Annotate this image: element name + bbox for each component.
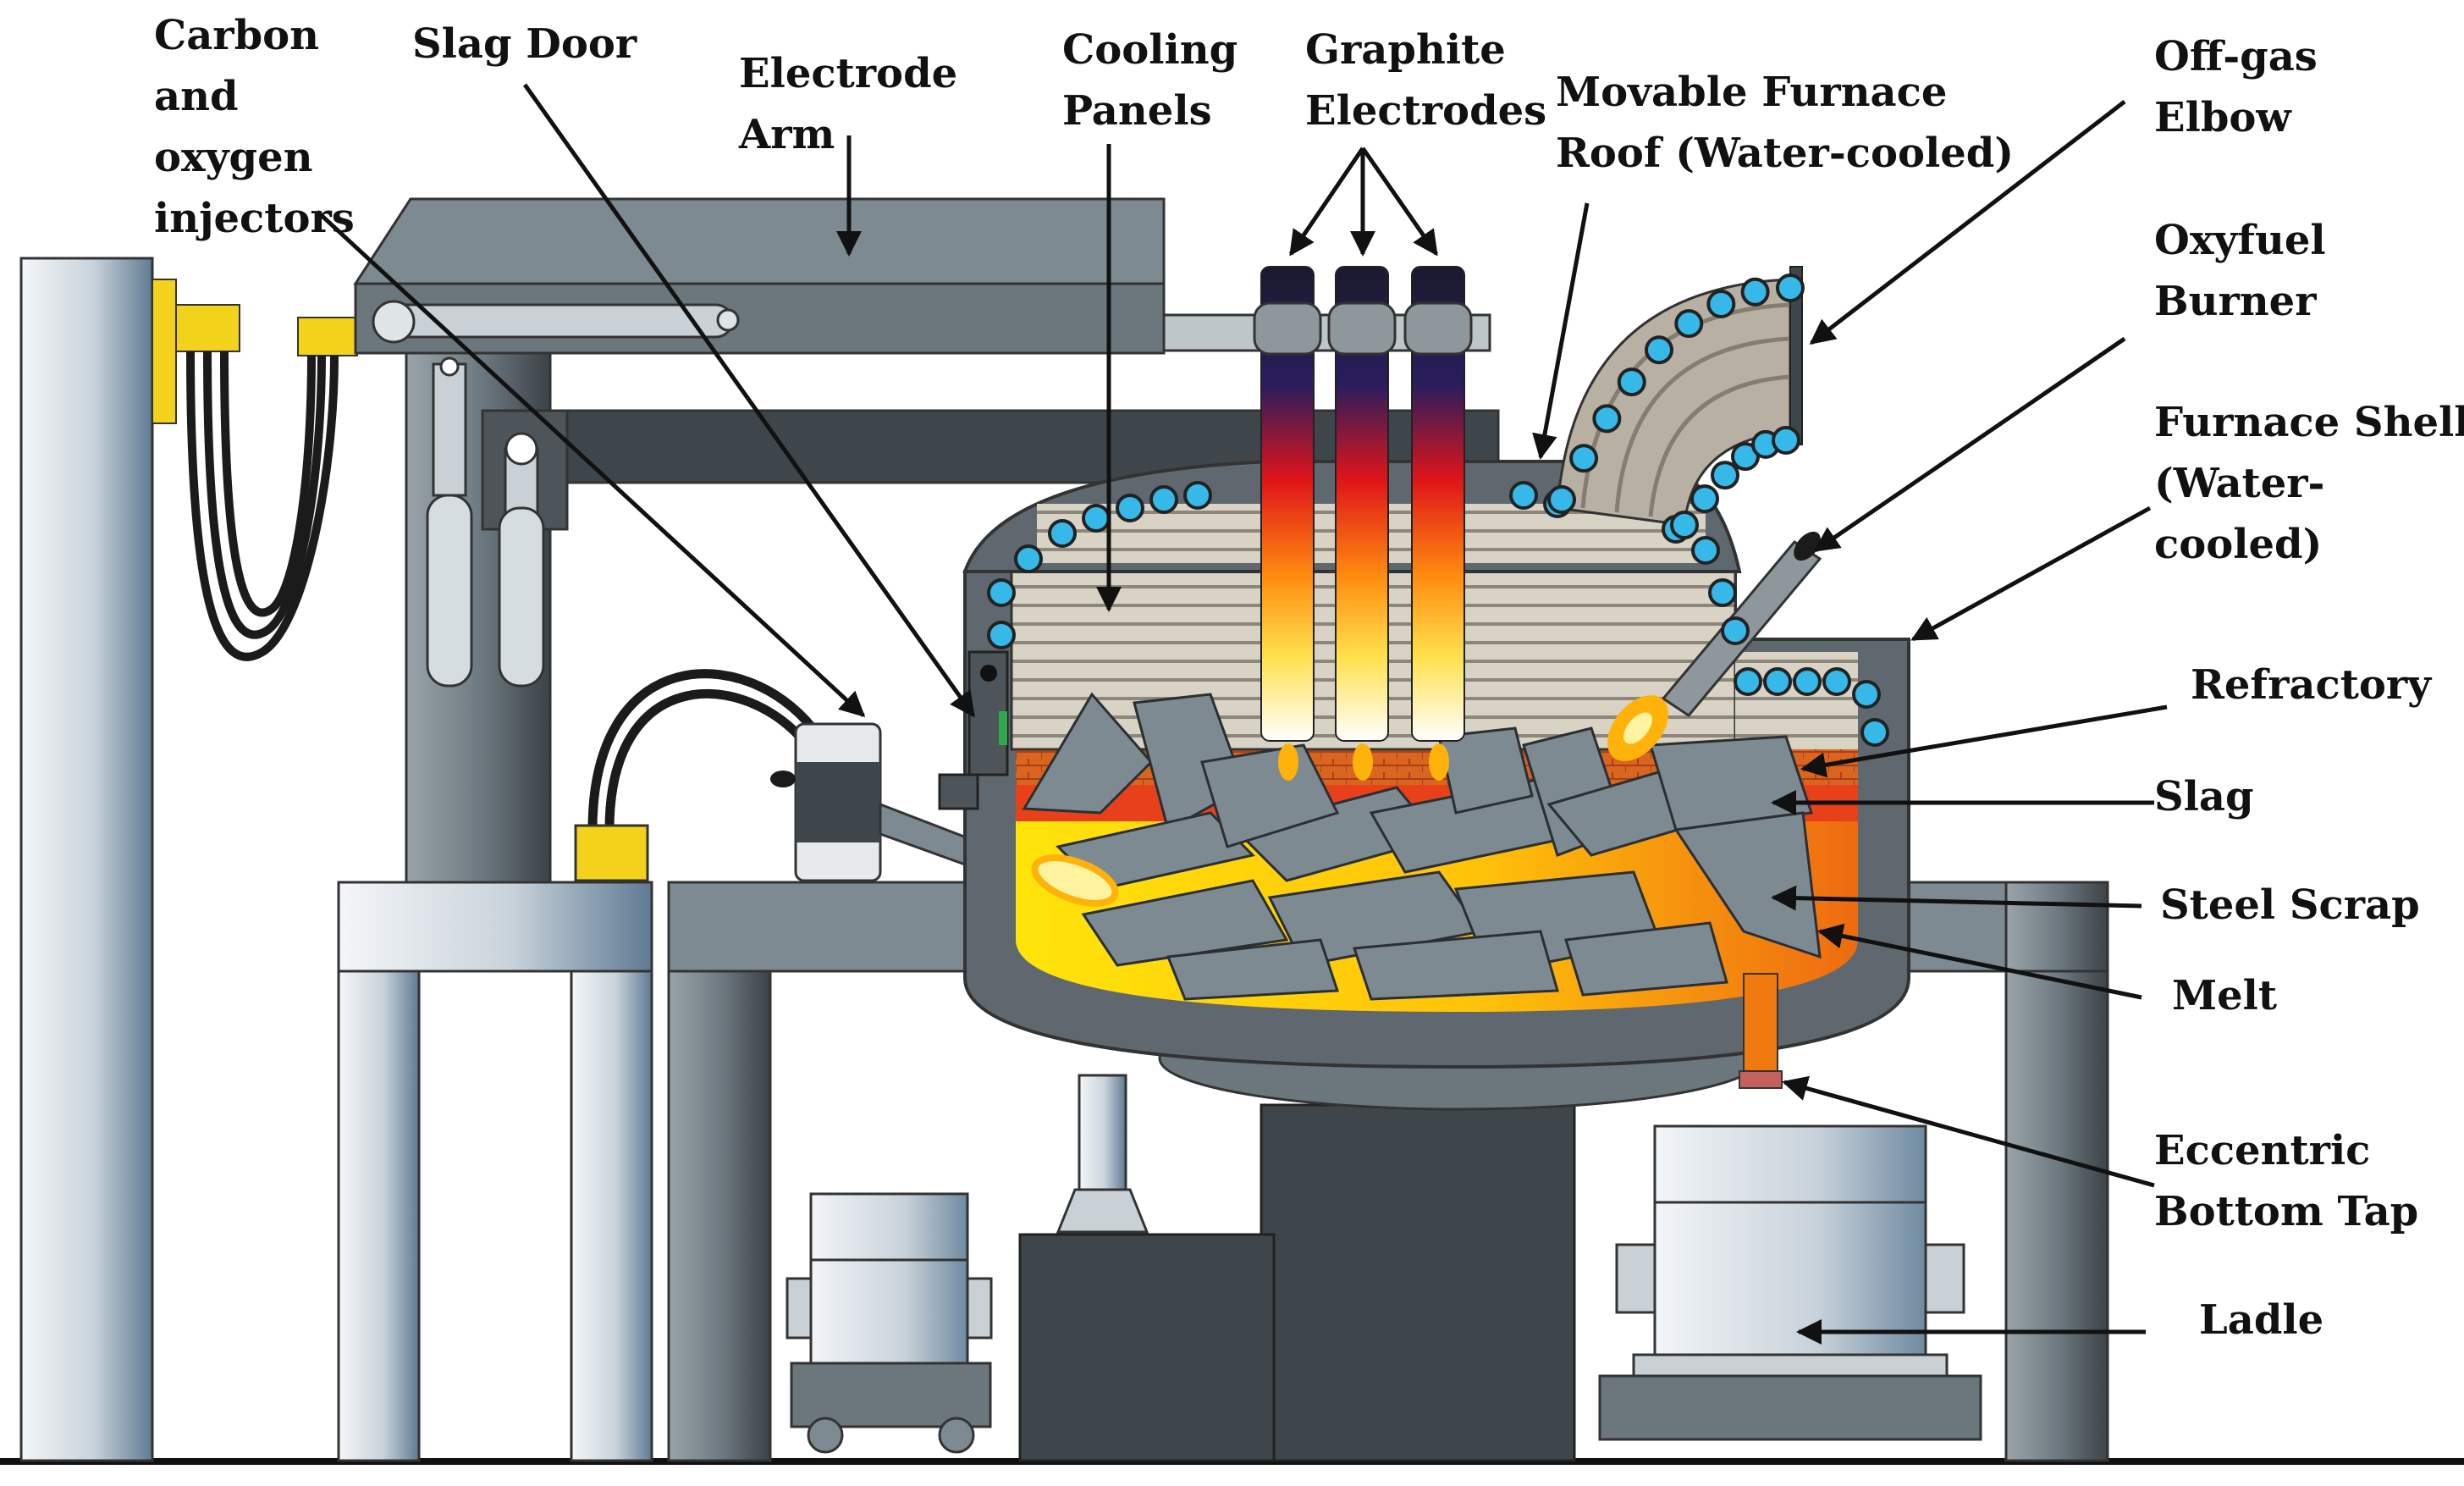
- cooling-pipe-circle: [1706, 290, 1736, 319]
- tilt-cradle-step: [1018, 1233, 1276, 1462]
- label-slag-door: Slag Door: [412, 20, 637, 68]
- injector-flame: [1031, 854, 1119, 907]
- cooling-pipe-circle: [1592, 404, 1622, 434]
- ladle-left: [786, 1192, 993, 1454]
- cable-clamp-right: [297, 317, 358, 356]
- cooling-pipe-circle: [1776, 273, 1805, 302]
- left-column: [19, 257, 154, 1462]
- label-carbon-oxygen-injectors: Carbon and oxygen injectors: [154, 12, 355, 242]
- label-cooling-panels: Cooling Panels: [1062, 26, 1252, 135]
- arc-flames: [1278, 743, 1449, 781]
- cooling-pipe-circle: [1708, 578, 1737, 607]
- ladle-right: [1598, 1124, 1982, 1441]
- cooling-pipe-circle: [1670, 511, 1699, 539]
- cooling-pipe-circle: [1734, 667, 1762, 696]
- cooling-pipe-circle: [1691, 536, 1720, 565]
- eccentric-bottom-tap: [1743, 973, 1778, 1076]
- cooling-pipe-circle: [1721, 616, 1750, 645]
- label-movable-furnace-roof: Movable Furnace Roof (Water-cooled): [1556, 69, 2014, 177]
- labels: Carbon and oxygen injectors Slag Door El…: [154, 12, 2464, 1344]
- arm-cylinder: [375, 303, 734, 339]
- tap-hole: [1739, 1070, 1783, 1089]
- label-refractory: Refractory: [2191, 661, 2433, 709]
- cooling-pipe-circle: [1763, 667, 1792, 696]
- cooling-pipe-circle: [1116, 494, 1144, 522]
- leg-4: [2004, 969, 2109, 1462]
- cooling-panels-right: [1735, 652, 1858, 749]
- cooling-pipe-circle: [1860, 718, 1889, 747]
- label-slag: Slag: [2154, 773, 2254, 820]
- cooling-pipe-circle: [1645, 335, 1673, 365]
- cooling-pipe-circle: [1509, 481, 1538, 510]
- cooling-pipe-circle: [1149, 485, 1178, 514]
- label-ladle: Ladle: [2199, 1296, 2323, 1344]
- label-graphite-electrodes: Graphite Electrodes: [1305, 26, 1546, 135]
- cooling-pipe-circle: [1183, 481, 1212, 510]
- label-eccentric-bottom-tap: Eccentric Bottom Tap: [2154, 1127, 2418, 1235]
- cooling-pipe-circle: [1547, 485, 1576, 514]
- tilt-cradle: [1260, 1103, 1576, 1462]
- label-steel-scrap: Steel Scrap: [2160, 881, 2420, 929]
- cooling-pipe-circle: [1617, 367, 1646, 397]
- cooling-pipe-circle: [1569, 444, 1599, 473]
- off-gas-elbow: [1556, 266, 1803, 527]
- cooling-pipe-circle: [1822, 667, 1851, 696]
- cooling-pipe-circle: [1772, 426, 1800, 455]
- label-melt: Melt: [2172, 972, 2277, 1019]
- cooling-pipe-circle: [987, 578, 1016, 607]
- power-cables: [186, 351, 339, 661]
- cooling-pipe-circle: [1711, 461, 1739, 490]
- label-off-gas-elbow: Off-gas Elbow: [2154, 33, 2332, 141]
- cooling-pipe-circle: [1048, 519, 1077, 548]
- tilt-cylinder: [1056, 1074, 1149, 1234]
- water-cooling-pipes: [987, 273, 1889, 747]
- leg-1: [337, 969, 421, 1462]
- cooling-pipe-circle: [987, 621, 1016, 649]
- graphite-electrodes: [1253, 266, 1473, 742]
- cooling-pipe-circle: [1740, 277, 1770, 307]
- platform-right-cap: [2004, 881, 2109, 973]
- cable-clamp-top: [175, 304, 240, 352]
- cooling-pipe-circle: [1793, 667, 1822, 696]
- cooling-pipe-circle: [1690, 484, 1719, 514]
- label-furnace-shell: Furnace Shell (Water- cooled): [2154, 399, 2464, 568]
- cooling-pipe-circle: [1014, 544, 1043, 573]
- label-oxyfuel-burner: Oxyfuel Burner: [2154, 217, 2340, 325]
- platform-left: [337, 881, 653, 973]
- cooling-pipe-circle: [1082, 504, 1111, 533]
- arm-pivot-right: [716, 308, 740, 332]
- cooling-pipe-circle: [1674, 309, 1704, 339]
- label-pointers: [316, 83, 2168, 1345]
- cable-clamp-left: [152, 279, 177, 424]
- cooling-pipe-circle: [1852, 680, 1881, 709]
- slag-door: [938, 650, 1009, 810]
- arm-pivot-left: [372, 300, 416, 344]
- electrode-arm-top: [353, 197, 1166, 285]
- leg-2: [570, 969, 653, 1462]
- leg-3: [667, 969, 772, 1462]
- label-electrode-arm: Electrode Arm: [738, 50, 972, 158]
- hydraulic-cylinders: [426, 356, 545, 688]
